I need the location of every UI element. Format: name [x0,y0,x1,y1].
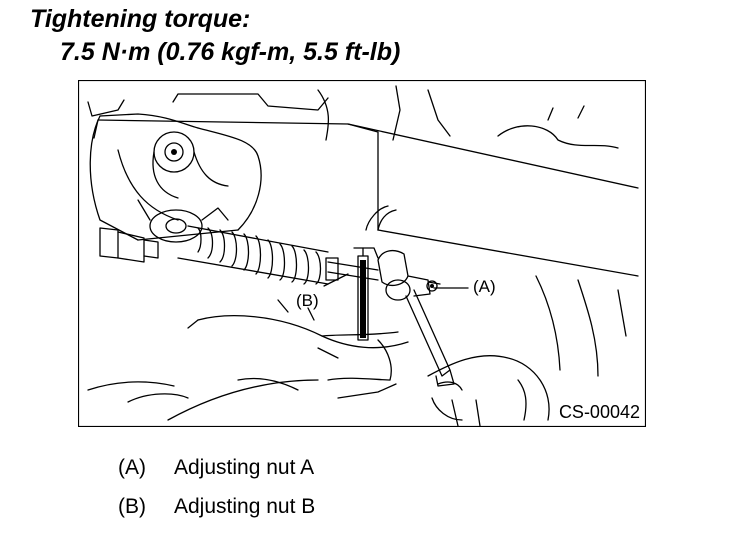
fill-details [171,149,434,338]
torque-value: 7.5 N·m (0.76 kgf-m, 5.5 ft-lb) [60,38,401,66]
callout-b: (B) [296,291,319,310]
legend-key-b: (B) [118,495,146,518]
cable-adjustment-illustration: (A) (B) CS-00042 [78,80,646,427]
line-art [87,85,639,427]
legend-key-a: (A) [118,456,146,479]
figure-code: CS-00042 [559,402,640,422]
legend-item-a: (A) Adjusting nut A [118,455,314,481]
legend-label-b: Adjusting nut B [174,495,316,518]
callout-a: (A) [473,277,496,296]
legend-item-b: (B) Adjusting nut B [118,494,315,520]
figure-frame [78,80,646,427]
torque-heading: Tightening torque: [30,5,251,33]
legend-label-a: Adjusting nut A [174,456,315,479]
illustration-figure: (A) (B) CS-00042 [78,80,646,427]
